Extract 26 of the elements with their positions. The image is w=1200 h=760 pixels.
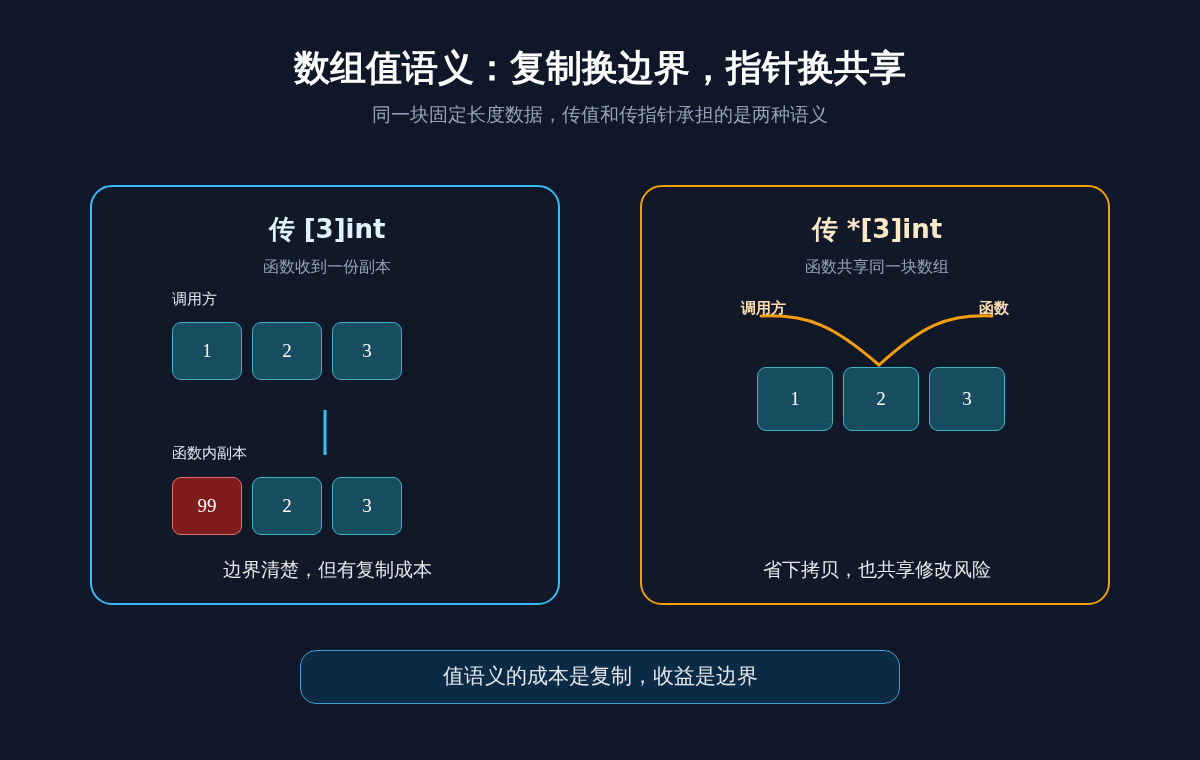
- summary-banner: 值语义的成本是复制，收益是边界: [300, 650, 900, 704]
- pointer-label: 函数: [977, 299, 1011, 317]
- array-cell: 1: [172, 322, 242, 380]
- array-cell: 1: [757, 367, 833, 431]
- curve-connector: [759, 314, 881, 367]
- panel: [640, 185, 1110, 605]
- row-label: 函数内副本: [172, 443, 247, 463]
- array-cell: 3: [332, 322, 402, 380]
- row-label: 调用方: [172, 289, 217, 309]
- array-cell: 99: [172, 477, 242, 535]
- panel-note: 边界清楚，但有复制成本: [222, 557, 432, 582]
- pointer-label: 调用方: [738, 299, 788, 317]
- panel-heading: 传 [3]int: [268, 213, 386, 246]
- title: 数组值语义：复制换边界，指针换共享: [294, 46, 906, 90]
- panel-subtitle: 函数收到一份副本: [263, 256, 391, 278]
- panel-note: 省下拷贝，也共享修改风险: [763, 557, 991, 582]
- panel: [90, 185, 560, 605]
- curve-connector: [877, 314, 994, 367]
- subtitle: 同一块固定长度数据，传值和传指针承担的是两种语义: [372, 102, 828, 126]
- array-cell: 3: [929, 367, 1005, 431]
- array-cell: 2: [252, 477, 322, 535]
- array-cell: 3: [332, 477, 402, 535]
- panel-subtitle: 函数共享同一块数组: [805, 256, 949, 278]
- array-cell: 2: [252, 322, 322, 380]
- array-cell: 2: [843, 367, 919, 431]
- panel-heading: 传 *[3]int: [811, 213, 943, 246]
